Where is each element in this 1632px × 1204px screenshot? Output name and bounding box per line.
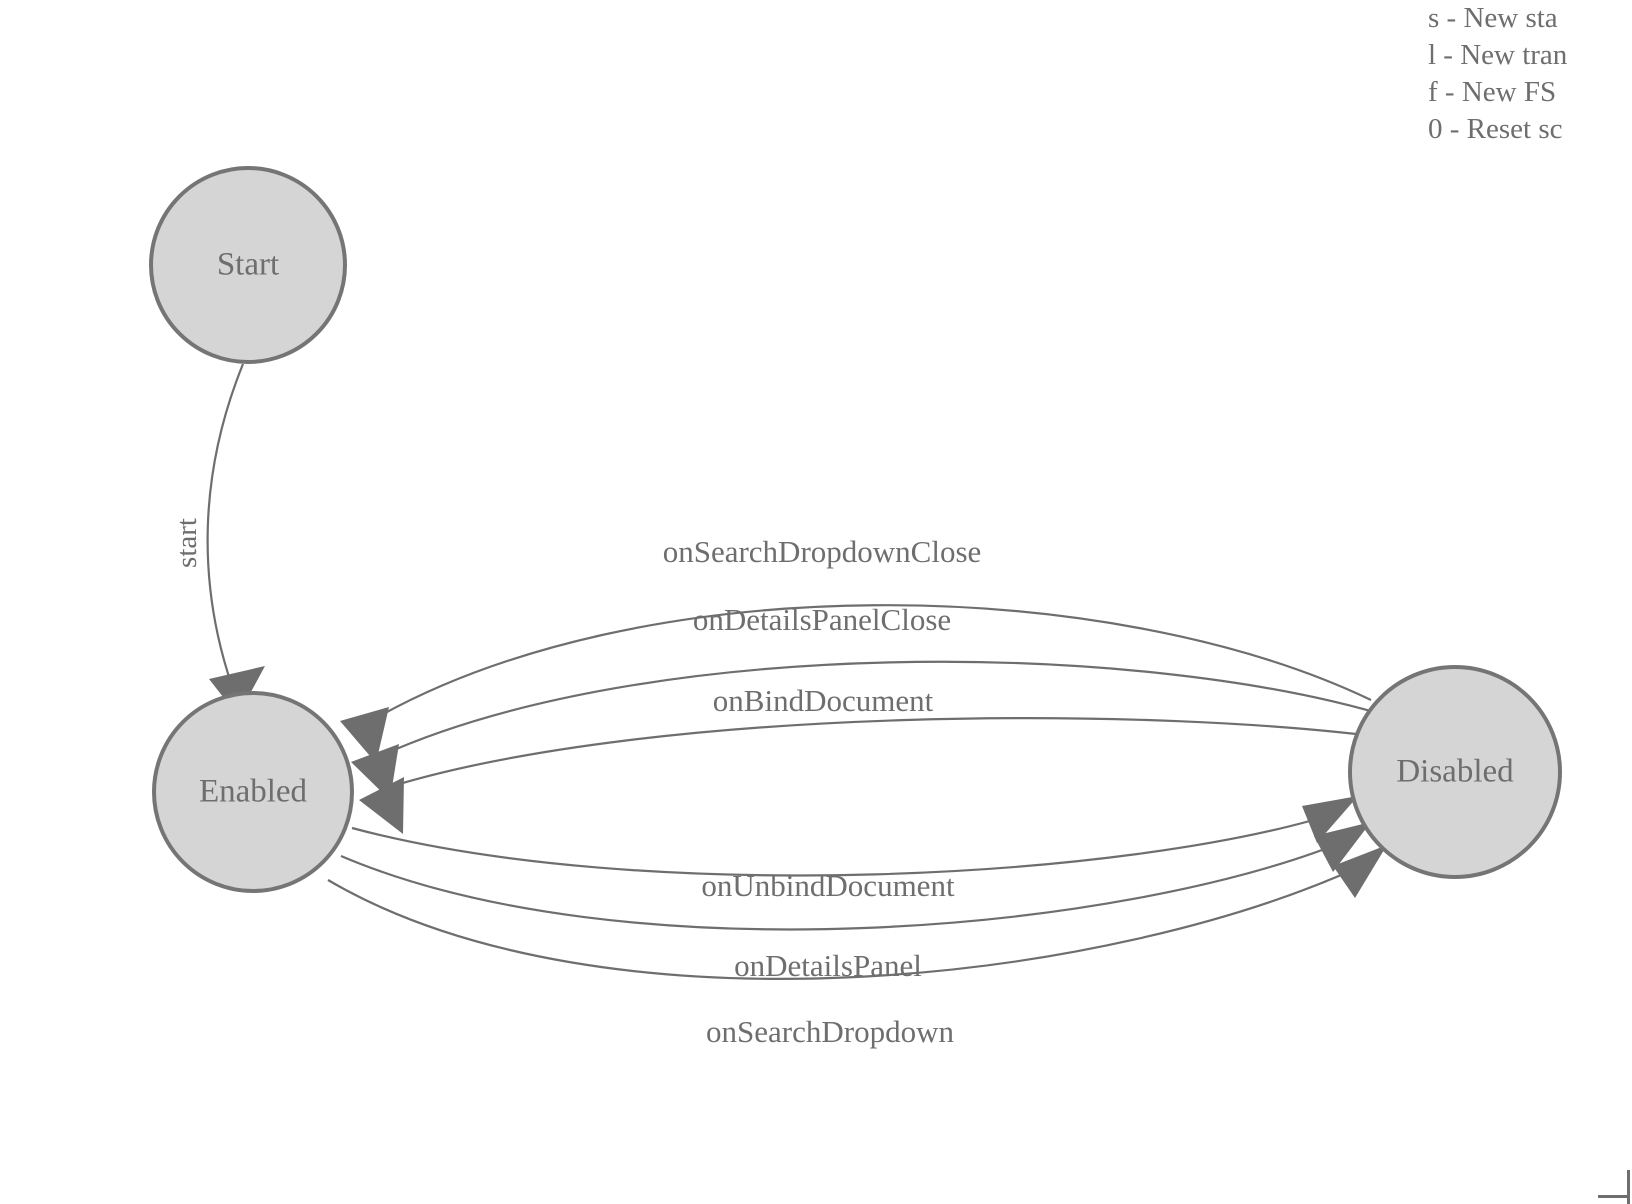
edge-start[interactable]: start [171, 363, 265, 716]
edge-ondetailspanelclose-label: onDetailsPanelClose [693, 602, 951, 637]
edge-ondetailspanel-arrowhead [1314, 822, 1371, 872]
edge-onsearchdropdown-arrowhead [1333, 845, 1387, 898]
edge-onunbinddocument-path[interactable] [351, 810, 1341, 877]
edge-onsearchdropdownclose-path[interactable] [368, 604, 1372, 723]
scrollbar-vertical-corner[interactable] [1627, 1170, 1630, 1204]
edge-onunbinddocument-label: onUnbindDocument [701, 868, 955, 903]
edge-start-arrowhead [209, 666, 265, 716]
node-enabled-circle[interactable] [152, 691, 354, 893]
node-start-circle[interactable] [149, 166, 347, 364]
edge-onunbinddocument-arrowhead [1302, 796, 1358, 843]
edge-onsearchdropdownclose[interactable]: onSearchDropdownClose [340, 534, 1372, 763]
node-enabled-label: Enabled [199, 774, 308, 810]
edge-onsearchdropdown-label: onSearchDropdown [706, 1014, 954, 1049]
edge-onsearchdropdown-path[interactable] [327, 861, 1371, 980]
node-start-label: Start [217, 247, 279, 283]
edge-onunbinddocument[interactable]: onUnbindDocument [351, 796, 1358, 903]
edge-onbinddocument-label: onBindDocument [713, 683, 934, 718]
node-start[interactable]: Start [149, 166, 347, 364]
edge-onsearchdropdownclose-label: onSearchDropdownClose [663, 534, 982, 569]
edge-ondetailspanelclose-path[interactable] [377, 660, 1392, 759]
node-disabled[interactable]: Disabled [1348, 665, 1562, 879]
scrollbar-horizontal-corner[interactable] [1598, 1195, 1630, 1198]
node-disabled-circle[interactable] [1348, 665, 1562, 879]
edge-onbinddocument[interactable]: onBindDocument [359, 683, 1404, 834]
edge-onbinddocument-arrowhead [359, 777, 404, 834]
edge-start-path[interactable] [206, 363, 245, 687]
edge-onsearchdropdown[interactable]: onSearchDropdown [327, 845, 1387, 1049]
edge-onsearchdropdownclose-arrowhead [340, 707, 389, 763]
edge-ondetailspanel-path[interactable] [340, 836, 1354, 931]
edge-onbinddocument-path[interactable] [385, 717, 1404, 790]
edge-start-label: start [171, 518, 203, 568]
edge-ondetailspanel[interactable]: onDetailsPanel [340, 822, 1371, 983]
node-enabled[interactable]: Enabled [152, 691, 354, 893]
node-disabled-label: Disabled [1396, 754, 1514, 790]
